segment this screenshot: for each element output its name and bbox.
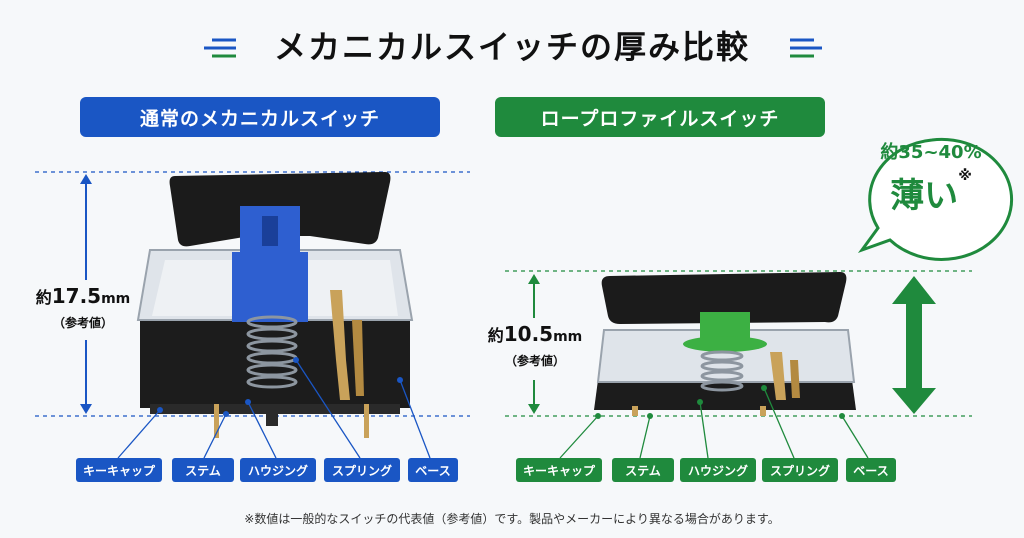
low-profile-thickness-prefix: 約	[487, 326, 504, 345]
reduction-percentage: 約35~40%	[880, 142, 982, 163]
standard-thickness-value: 約17.5mm	[28, 284, 138, 308]
reduction-footnote-mark: ※	[958, 168, 972, 184]
left-connectors	[117, 359, 431, 459]
standard-label-keycap: キーキャップ	[76, 458, 162, 482]
standard-label-base: ベース	[408, 458, 458, 482]
low-profile-label-keycap: キーキャップ	[516, 458, 602, 482]
standard-label-stem: ステム	[172, 458, 234, 482]
title-deco-right	[790, 38, 822, 58]
low-profile-label-base: ベース	[846, 458, 896, 482]
low-profile-thickness-unit: mm	[553, 329, 583, 345]
low-profile-thickness-note: （参考値）	[504, 354, 565, 368]
left-dimension-arrow	[80, 174, 92, 414]
standard-thickness-unit: mm	[101, 291, 131, 307]
right-connectors	[559, 387, 869, 459]
low-profile-thickness-value: 約10.5mm	[480, 322, 590, 346]
standard-label-spring: スプリング	[324, 458, 400, 482]
reduction-label: 薄い※	[856, 168, 1006, 217]
standard-thickness-number: 17.5	[51, 284, 102, 308]
standard-thickness-prefix: 約	[35, 288, 52, 307]
page-title: メカニカルスイッチの厚み比較	[273, 28, 750, 66]
reduction-word: 薄い	[890, 176, 959, 216]
thickness-difference-arrow	[892, 276, 936, 414]
low-profile-label-spring: スプリング	[762, 458, 838, 482]
standard-switch-heading: 通常のメカニカルスイッチ	[80, 97, 440, 137]
low-profile-switch-heading: ロープロファイルスイッチ	[495, 97, 825, 137]
footnote: ※数値は一般的なスイッチの代表値（参考値）です。製品やメーカーにより異なる場合が…	[244, 512, 780, 526]
standard-thickness-note: （参考値）	[52, 316, 113, 330]
low-profile-thickness-number: 10.5	[503, 322, 554, 346]
standard-label-housing: ハウジング	[240, 458, 316, 482]
reduction-bubble	[857, 137, 1014, 261]
low-profile-switch-illustration	[594, 272, 856, 416]
title-deco-left	[204, 38, 236, 58]
low-profile-label-stem: ステム	[612, 458, 674, 482]
low-profile-label-housing: ハウジング	[680, 458, 756, 482]
standard-switch-illustration	[136, 172, 414, 438]
right-dimension-arrow	[528, 274, 540, 414]
